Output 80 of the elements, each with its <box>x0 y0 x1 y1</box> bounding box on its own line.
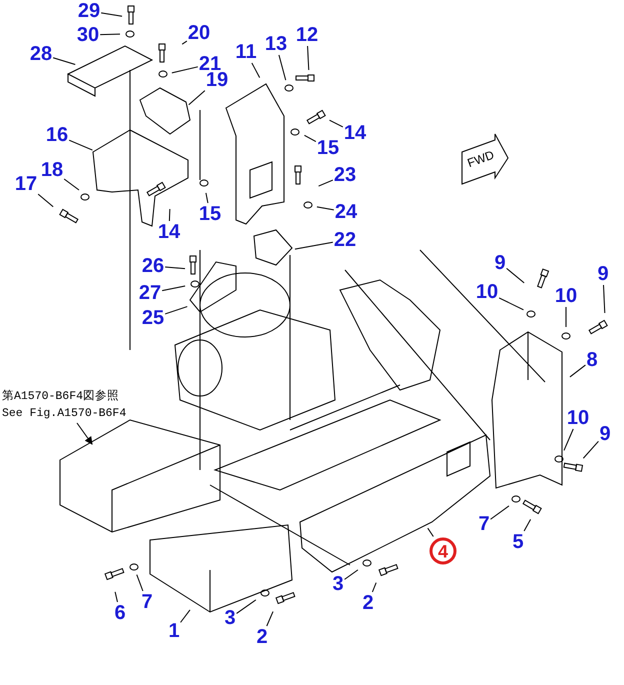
leader-line <box>76 422 93 445</box>
callout-number: 9 <box>599 424 611 444</box>
callout-number: 24 <box>334 202 358 222</box>
callout-number: 2 <box>256 627 268 647</box>
leader-line <box>563 428 574 451</box>
callout-number: 30 <box>76 25 100 45</box>
leader-line <box>294 242 334 250</box>
leader-line <box>52 57 76 66</box>
callout-number: 14 <box>344 123 366 143</box>
leader-line <box>498 297 524 310</box>
leader-line <box>164 266 186 270</box>
callout-number: 7 <box>141 592 153 612</box>
callout-number: 14 <box>158 222 180 242</box>
leader-line <box>328 120 344 128</box>
callout-number: 1 <box>168 621 180 641</box>
leader-line <box>506 268 525 284</box>
leader-line <box>318 180 334 187</box>
leader-line <box>372 582 377 592</box>
callout-number: 20 <box>188 23 210 43</box>
callout-number: 22 <box>334 230 356 250</box>
leader-line <box>344 569 358 580</box>
leader-line <box>266 611 274 626</box>
leader-line <box>188 90 206 106</box>
callout-number: 10 <box>476 282 498 302</box>
leader-line <box>251 62 260 78</box>
callout-number: 16 <box>46 125 68 145</box>
reference-note: See Fig.A1570-B6F4 <box>2 406 126 422</box>
leader-line <box>114 591 118 602</box>
callout-number: 18 <box>40 160 64 180</box>
leader-line <box>100 34 120 36</box>
leader-line <box>171 66 198 74</box>
callout-number: 25 <box>142 308 164 328</box>
leader-line <box>569 364 586 378</box>
callout-number: 3 <box>332 574 344 594</box>
leader-line <box>278 54 286 81</box>
leader-line <box>162 285 186 292</box>
leader-line <box>68 140 93 151</box>
callout-number: 11 <box>235 42 257 62</box>
callout-number: 9 <box>494 253 506 273</box>
leader-line <box>168 208 170 222</box>
callout-number: 3 <box>224 608 236 628</box>
callout-number: 10 <box>554 286 578 306</box>
callout-number: 19 <box>206 70 228 90</box>
leader-line <box>582 440 599 459</box>
callout-number: 10 <box>566 408 590 428</box>
leader-line <box>427 528 434 537</box>
leader-line <box>236 599 256 614</box>
leader-line <box>307 46 310 70</box>
callout-number: 6 <box>114 603 126 623</box>
leader-line <box>603 284 606 314</box>
callout-number: 12 <box>296 25 318 45</box>
leader-line <box>136 574 144 592</box>
callout-number: 27 <box>138 283 162 303</box>
leader-line <box>180 609 190 623</box>
leader-line <box>524 518 532 532</box>
leader-line <box>164 306 188 314</box>
leader-line <box>490 505 510 520</box>
callout-number: 7 <box>478 514 490 534</box>
callout-number: 23 <box>334 165 356 185</box>
leader-line <box>64 178 80 191</box>
callout-number: 9 <box>597 264 609 284</box>
leader-line <box>38 194 54 208</box>
callout-number: 29 <box>78 1 100 21</box>
callout-number: 26 <box>142 256 164 276</box>
callout-number: 2 <box>362 593 374 613</box>
callout-number: 15 <box>316 138 340 158</box>
forward-label: FWD <box>466 148 496 170</box>
leader-line <box>182 40 188 45</box>
callout-number: 17 <box>14 174 38 194</box>
callout-number: 4 <box>438 542 448 560</box>
callout-number: 15 <box>198 204 222 224</box>
reference-note: 第A1570-B6F4図参照 <box>2 388 120 405</box>
callout-number: 8 <box>586 350 598 370</box>
leader-line <box>304 134 316 142</box>
callout-number: 13 <box>264 34 288 54</box>
leader-line <box>205 192 208 204</box>
callout-number: 28 <box>30 44 52 64</box>
callout-number: 5 <box>512 532 524 552</box>
leader-line <box>100 12 123 17</box>
leader-line <box>316 206 334 210</box>
